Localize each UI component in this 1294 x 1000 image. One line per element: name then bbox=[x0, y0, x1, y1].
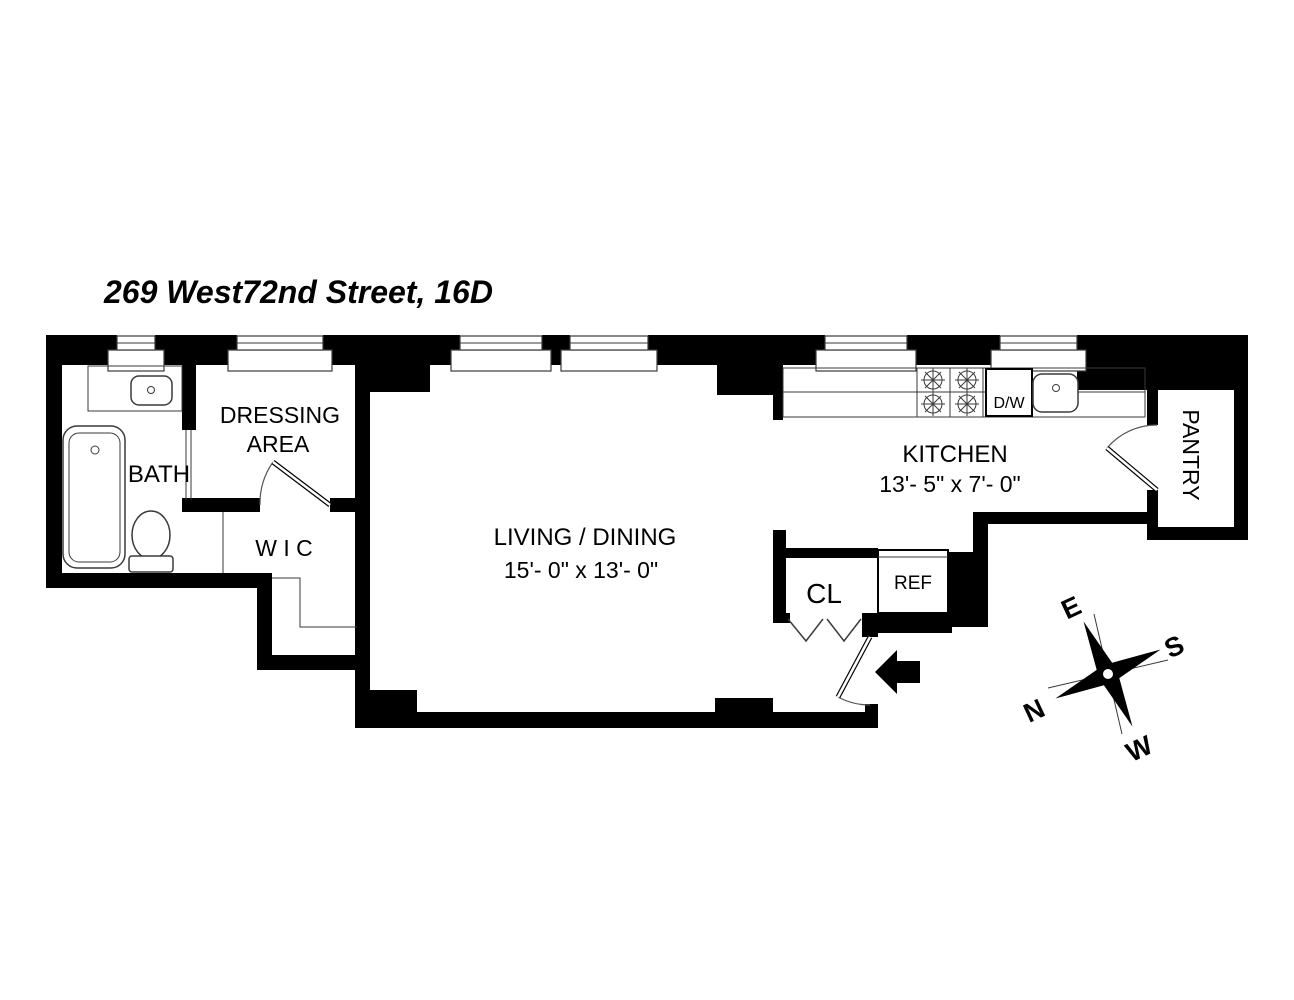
stove-burners bbox=[921, 368, 979, 416]
dishwasher bbox=[985, 368, 1033, 417]
room-label-dressing-2: AREA bbox=[247, 431, 310, 457]
refrigerator-label: REF bbox=[894, 573, 932, 594]
wic-step bbox=[272, 577, 357, 628]
closet-bifold-doors bbox=[787, 618, 862, 643]
door-arc bbox=[1106, 424, 1158, 449]
wic-details bbox=[222, 512, 357, 628]
sink-drain bbox=[147, 386, 155, 394]
vanity-counter bbox=[87, 365, 183, 412]
entry-door bbox=[835, 635, 920, 706]
toilet-bowl bbox=[131, 510, 171, 560]
compass-label-east: E bbox=[1057, 590, 1086, 625]
room-label-kitchen: KITCHEN bbox=[902, 441, 1007, 468]
pantry-door bbox=[1105, 424, 1159, 492]
sink-drain bbox=[1052, 384, 1060, 392]
compass-center-dot bbox=[1103, 669, 1113, 679]
room-label-living: LIVING / DINING bbox=[494, 524, 677, 551]
room-label-bath: BATH bbox=[128, 461, 190, 488]
refrigerator: REF bbox=[877, 549, 949, 614]
window bbox=[560, 335, 658, 372]
window bbox=[990, 335, 1087, 372]
room-label-pantry: PANTRY bbox=[1178, 409, 1204, 500]
compass-label-south: S bbox=[1160, 629, 1189, 664]
compass-label-west: W bbox=[1121, 730, 1157, 768]
compass-rose: E S N W bbox=[1019, 590, 1189, 767]
dishwasher-label: D/W bbox=[993, 395, 1025, 412]
tub-drain bbox=[90, 445, 100, 455]
window bbox=[450, 335, 552, 372]
window bbox=[815, 335, 917, 372]
door-arc bbox=[259, 461, 274, 506]
bathtub bbox=[62, 425, 126, 569]
bath-sink bbox=[130, 375, 173, 406]
room-label-dressing-1: DRESSING bbox=[220, 402, 340, 428]
kitchen-fixtures: D/W bbox=[782, 367, 1146, 418]
room-labels: DRESSING AREA BATH W I C LIVING / DINING… bbox=[128, 402, 1204, 609]
toilet-tank bbox=[128, 555, 174, 573]
room-dim-kitchen: 13'- 5" x 7'- 0" bbox=[879, 471, 1020, 497]
dressing-door bbox=[259, 460, 332, 507]
windows bbox=[107, 335, 1087, 372]
bath-fixtures bbox=[62, 365, 192, 573]
walls bbox=[46, 335, 1248, 728]
room-label-closet: CL bbox=[806, 578, 842, 609]
compass-label-north: N bbox=[1019, 693, 1049, 728]
window bbox=[227, 335, 333, 372]
plan-title: 269 West72nd Street, 16D bbox=[103, 274, 493, 310]
entry-arrow-icon bbox=[875, 650, 920, 694]
kitchen-sink bbox=[1032, 373, 1079, 413]
door-arc bbox=[837, 696, 871, 706]
room-dim-living: 15'- 0" x 13'- 0" bbox=[504, 557, 658, 583]
room-label-wic: W I C bbox=[255, 535, 313, 561]
